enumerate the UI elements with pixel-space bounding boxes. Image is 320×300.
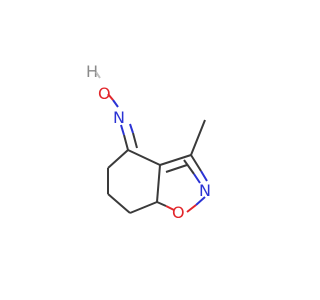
bond-c3a-c3 <box>159 154 192 166</box>
bond-c4-n-oxime-n-part <box>120 124 125 136</box>
bond-c3-n2 <box>190 154 202 172</box>
bond-o1-c7a-c-part <box>156 201 167 207</box>
ring-oxygen-label: O <box>172 203 185 222</box>
structure-canvas: H O N N O <box>86 62 211 222</box>
bond-c6-c7 <box>107 193 131 214</box>
bond-o1-c7a-o-part <box>165 205 175 211</box>
molecule-structure-diagram: H O N N O <box>86 62 211 222</box>
bond-c3a-c4 <box>127 149 161 166</box>
bond-c4-c5 <box>107 149 129 169</box>
oxime-nitrogen-label: N <box>113 108 125 127</box>
bond-c3-n2-double-n-part <box>193 173 201 184</box>
bond-c7-c7a <box>129 201 158 214</box>
bond-n-o-oxime-o-part <box>107 93 114 101</box>
bond-c3-n2-n-part <box>200 170 208 182</box>
bond-c4-n-oxime <box>123 134 129 151</box>
bond-c3-n2-double <box>183 159 195 175</box>
ring-nitrogen-label: N <box>199 181 211 200</box>
h-o-bond <box>95 71 101 79</box>
bond-n-o-oxime-n-part <box>112 99 119 108</box>
hydroxyl-oxygen-label: O <box>98 84 111 103</box>
bond-c7a-c3a <box>156 164 161 203</box>
bond-c3-methyl <box>190 119 206 156</box>
bond-c4-n-oxime-double <box>132 132 138 149</box>
bond-n2-o1-n-part <box>195 196 206 206</box>
bond-c4-n-oxime-double-n-part <box>129 123 134 134</box>
bond-n2-o1-o-part <box>186 204 197 213</box>
bond-c3a-c3-inner <box>165 164 188 173</box>
hydroxyl-hydrogen-label: H <box>86 62 98 81</box>
